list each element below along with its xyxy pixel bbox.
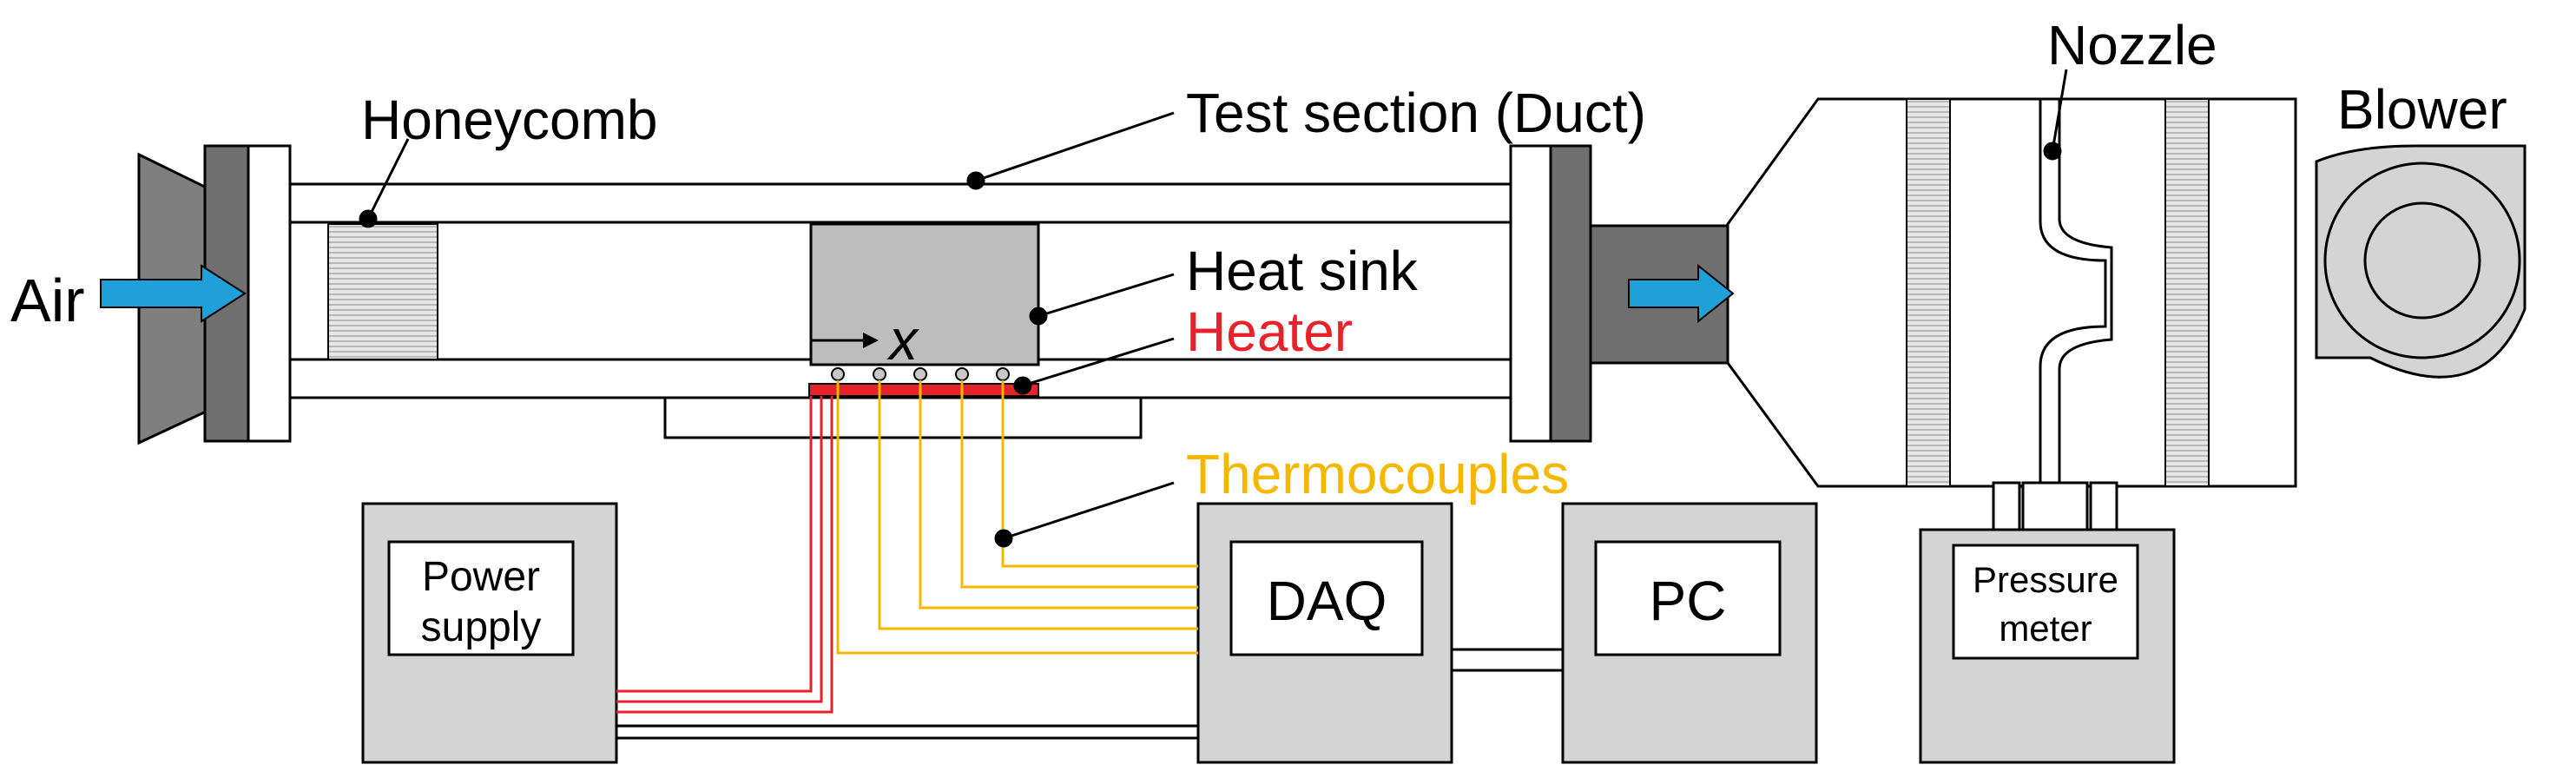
daq-label-box xyxy=(1229,540,1424,656)
heater-label: Heater xyxy=(1186,300,1353,363)
pressure-meter-label-line2: meter xyxy=(1999,608,2092,649)
power-supply-label-line2: supply xyxy=(421,604,542,650)
blower-label: Blower xyxy=(2337,78,2507,141)
x-direction-arrow-icon xyxy=(811,333,879,348)
thermocouple-junction xyxy=(873,367,886,381)
thermocouple-junctions xyxy=(831,367,1010,381)
power-supply-label-line1: Power xyxy=(422,554,540,600)
air-inlet-arrow-icon xyxy=(100,264,247,323)
power-daq-link xyxy=(616,724,1198,740)
heat-sink-block xyxy=(809,222,1040,366)
heat-sink-label: Heat sink xyxy=(1186,240,1419,302)
base-plate xyxy=(663,396,1143,439)
thermocouples-label: Thermocouples xyxy=(1186,443,1569,505)
duct-top-wall xyxy=(288,182,1512,224)
pc-label: PC xyxy=(1650,570,1727,632)
pressure-tubes xyxy=(1992,481,2118,533)
pc-label-box xyxy=(1594,540,1782,656)
nozzle-label: Nozzle xyxy=(2047,14,2217,76)
thermocouple-wires xyxy=(836,380,1198,655)
daq-pc-link xyxy=(1452,648,1563,672)
heater-wires xyxy=(616,396,833,714)
daq-label: DAQ xyxy=(1267,570,1387,632)
heater-strip xyxy=(808,383,1039,397)
thermocouple-junction xyxy=(955,367,969,381)
honeycomb-label: Honeycomb xyxy=(361,89,658,151)
thermocouple-junction xyxy=(996,367,1010,381)
nozzle-chamber xyxy=(1726,97,2297,488)
right-flange-dark xyxy=(1549,144,1592,443)
power-supply-label-box xyxy=(387,540,575,656)
left-flange-light xyxy=(247,144,292,443)
x-axis-label: x xyxy=(886,307,919,372)
air-label: Air xyxy=(10,267,85,334)
nozzle-plate xyxy=(2039,99,2113,486)
outlet-arrow-icon xyxy=(1628,263,1735,324)
pressure-meter-label-box xyxy=(1952,544,2139,660)
honeycomb-block xyxy=(327,223,438,360)
pressure-meter-label-line1: Pressure xyxy=(1973,559,2118,600)
thermocouple-junction xyxy=(831,367,845,381)
test-section-label: Test section (Duct) xyxy=(1186,82,1646,144)
flow-straightener-left xyxy=(1906,98,1951,487)
flow-straightener-right xyxy=(2164,98,2210,487)
right-flange-light xyxy=(1509,144,1552,443)
blower-fan-icon xyxy=(2315,144,2527,379)
leader-lines xyxy=(359,69,2068,548)
thermocouple-junction xyxy=(913,367,927,381)
